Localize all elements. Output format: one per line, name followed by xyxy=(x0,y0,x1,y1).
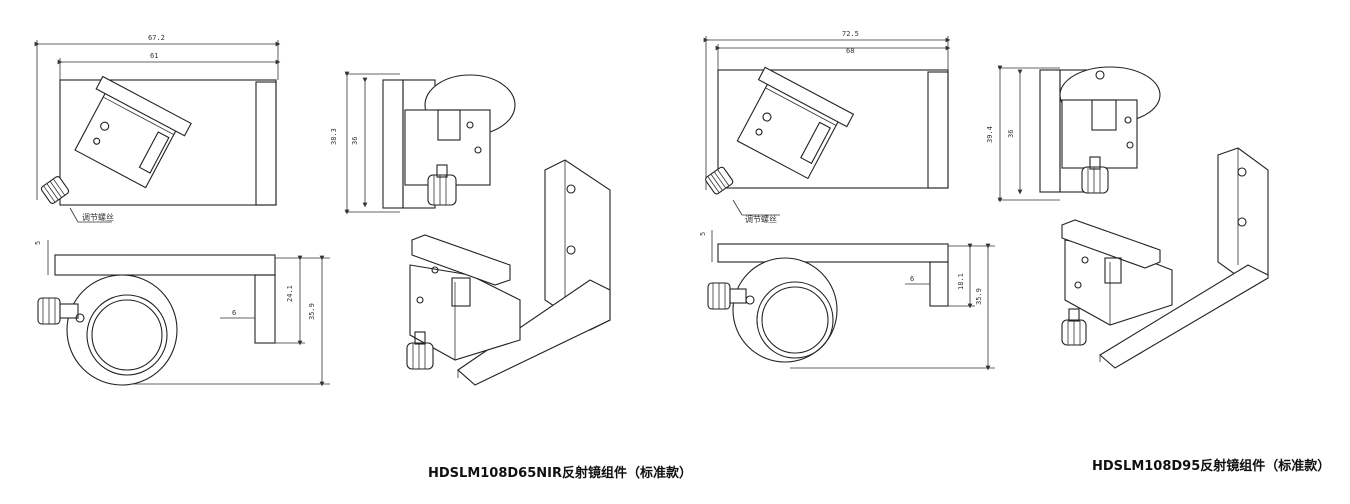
right-top-dimensions: 72.5 68 xyxy=(703,30,951,190)
dim-total-height-right: 35.9 xyxy=(975,288,983,305)
dim-height-outer-right: 39.4 xyxy=(986,126,994,143)
left-iso-view xyxy=(406,159,611,386)
left-side-view: 38.3 36 xyxy=(330,71,516,215)
dim-total-height: 35.9 xyxy=(308,303,316,320)
right-bottom-view: 5 6 18.1 35.9 xyxy=(699,230,995,371)
right-iso-view xyxy=(1061,147,1269,369)
left-caption: HDSLM108D65NIR反射镜组件（标准款） xyxy=(428,466,692,481)
left-bottom-view: 5 6 24.1 35.9 xyxy=(34,240,330,387)
dim-bracket-height: 24.1 xyxy=(286,285,294,302)
left-top-view: 调节螺丝 xyxy=(40,75,277,223)
right-caption: HDSLM108D95反射镜组件（标准款） xyxy=(1092,459,1331,474)
dim-inner-width: 61 xyxy=(150,52,158,60)
dim-gap: 6 xyxy=(232,309,236,317)
dim-overall-width-right: 72.5 xyxy=(842,30,859,38)
right-screw-label: 调节螺丝 xyxy=(745,214,777,224)
dim-bracket-height-right: 18.1 xyxy=(957,273,965,290)
left-screw-label: 调节螺丝 xyxy=(82,212,114,222)
left-top-dimensions: 67.2 61 xyxy=(34,34,281,200)
dim-gap-right: 6 xyxy=(910,275,914,283)
dim-inner-width-right: 68 xyxy=(846,47,854,55)
dim-thickness: 5 xyxy=(34,241,42,245)
dim-thickness-right: 5 xyxy=(699,232,707,236)
right-top-view: 调节螺丝 xyxy=(705,66,949,224)
dim-overall-width: 67.2 xyxy=(148,34,165,42)
dim-height-inner-right: 36 xyxy=(1007,130,1015,138)
right-assembly: 72.5 68 调 xyxy=(699,30,1269,371)
dim-height-outer: 38.3 xyxy=(330,128,338,145)
left-assembly: 67.2 61 xyxy=(34,34,611,387)
right-side-view: 39.4 36 xyxy=(986,65,1161,203)
dim-height-inner: 36 xyxy=(351,137,359,145)
